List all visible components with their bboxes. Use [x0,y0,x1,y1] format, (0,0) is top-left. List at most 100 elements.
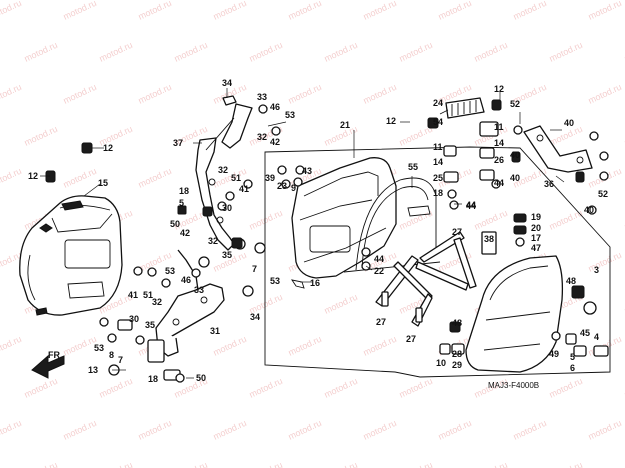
watermark-text: motod.ru [548,208,584,232]
watermark-text: motod.ru [512,418,548,442]
callout-label: 5 [179,198,184,208]
callout-label: 53 [285,110,295,120]
watermark-text: motod.ru [62,418,98,442]
watermark-text: motod.ru [398,40,434,64]
callout-label: 22 [374,266,384,276]
watermark-text: motod.ru [62,334,98,358]
callout-label: 43 [302,166,312,176]
callout-label: 27 [406,334,416,344]
watermark-text: motod.ru [248,460,284,468]
watermark-text: motod.ru [287,82,323,106]
callout-label: 17 [531,233,541,243]
callout-label: 19 [531,212,541,222]
right-saddlebag [439,255,609,373]
watermark-text: motod.ru [62,0,98,22]
callout-label: 29 [452,360,462,370]
callout-label: 50 [170,219,180,229]
callout-label: 12 [28,171,38,181]
callout-label: 10 [436,358,446,368]
watermark-text: motod.ru [137,418,173,442]
watermark-text: motod.ru [98,460,134,468]
callout-label: 32 [257,132,267,142]
watermark-text: motod.ru [137,0,173,22]
callout-label: 32 [208,236,218,246]
watermark-text: motod.ru [0,0,23,22]
watermark-text: motod.ru [248,208,284,232]
watermark-text: motod.ru [587,82,623,106]
callout-label: 32 [152,297,162,307]
callout-label: 35 [222,250,232,260]
callout-label: 3 [594,265,599,275]
watermark-text: motod.ru [323,460,359,468]
callout-label: 26 [494,155,504,165]
callout-label: 53 [270,276,280,286]
callout-label: 8 [109,350,114,360]
watermark-text: motod.ru [98,40,134,64]
watermark-text: motod.ru [23,40,59,64]
callout-label: 27 [452,227,462,237]
watermark-text: motod.ru [398,376,434,400]
watermark-text: motod.ru [137,166,173,190]
left-bag-hardware [45,95,237,183]
watermark-text: motod.ru [548,40,584,64]
center-hardware [277,165,497,323]
watermark-text: motod.ru [23,124,59,148]
callout-label: 35 [145,320,155,330]
callout-label: 49 [549,349,559,359]
bag-stays [375,231,477,327]
front-direction-arrow [31,354,65,379]
callout-label: 16 [310,278,320,288]
watermark-text: motod.ru [287,0,323,22]
callout-label: 30 [222,203,232,213]
watermark-text: motod.ru [287,334,323,358]
callout-label: 28 [452,349,462,359]
callout-label: 12 [386,116,396,126]
watermark-text: motod.ru [173,460,209,468]
watermark-text: motod.ru [587,418,623,442]
left-saddlebag [19,195,123,316]
callout-labels: 34 33 46 53 32 42 37 12 12 15 21 12 24 1… [28,78,608,384]
callout-label: 5 [570,352,575,362]
watermark-text: motod.ru [23,376,59,400]
watermark-text: motod.ru [212,418,248,442]
side-bracket [511,125,593,183]
watermark-text: motod.ru [323,376,359,400]
callout-label: 15 [98,178,108,188]
callout-label: 14 [494,138,504,148]
callout-label: 41 [128,290,138,300]
callout-label: 6 [570,363,575,373]
watermark-text: motod.ru [398,208,434,232]
callout-label: 7 [118,355,123,365]
watermark-text: motod.ru [0,82,23,106]
callout-label: 47 [531,243,541,253]
callout-label: 7 [252,264,257,274]
callout-label: 44 [466,201,476,211]
watermark-text: motod.ru [362,82,398,106]
callout-label: 45 [580,328,590,338]
direction-label: FR. [48,350,63,360]
watermark-text: motod.ru [212,334,248,358]
watermark-text: motod.ru [248,376,284,400]
callout-label: 50 [196,373,206,383]
watermark-text: motod.ru [398,460,434,468]
callout-label: 14 [433,157,443,167]
callout-label: 44 [466,200,476,210]
callout-label: 42 [180,228,190,238]
callout-label: 48 [452,318,462,328]
watermark-text: motod.ru [473,40,509,64]
watermark-text: motod.ru [98,376,134,400]
callout-label: 9 [291,183,296,193]
callout-label: 48 [566,276,576,286]
watermark-text: motod.ru [137,82,173,106]
mount-bolts-left [99,104,281,383]
watermark-text: motod.ru [248,40,284,64]
callout-label: 20 [531,223,541,233]
callout-label: 42 [270,137,280,147]
callout-label: 27 [376,317,386,327]
watermark-text: motod.ru [437,0,473,22]
callout-label: 54 [433,117,443,127]
watermark-text: motod.ru [23,460,59,468]
watermark-text: motod.ru [512,0,548,22]
watermark-text: motod.ru [362,334,398,358]
callout-label: 37 [173,138,183,148]
